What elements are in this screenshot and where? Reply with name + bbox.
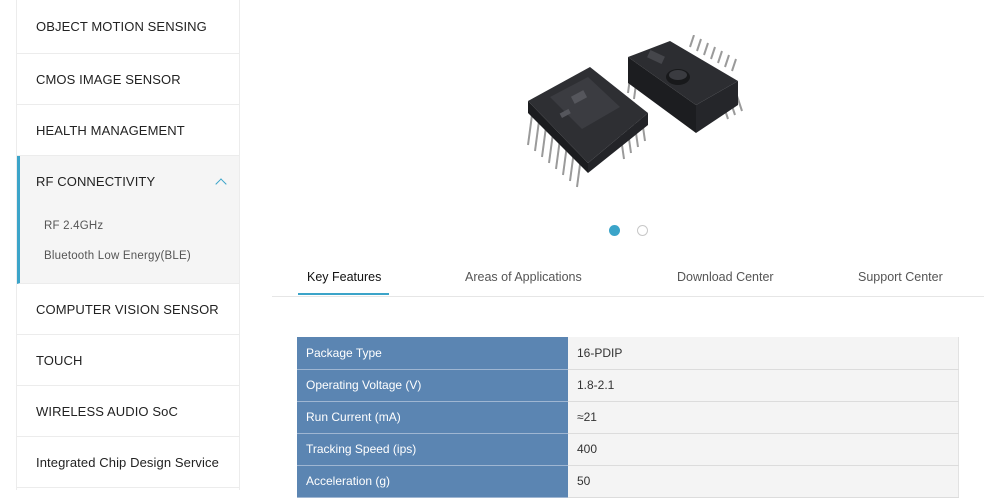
tab-areas-of-applications[interactable]: Areas of Applications (465, 270, 582, 284)
rf-connectivity-submenu: RF 2.4GHz Bluetooth Low Energy(BLE) (17, 207, 239, 284)
key-features-table: Package Type 16-PDIP Operating Voltage (… (297, 337, 959, 498)
sidebar-item-rf-connectivity[interactable]: RF CONNECTIVITY (17, 156, 239, 207)
spec-value: 50 (568, 465, 959, 498)
spec-key: Run Current (mA) (297, 401, 568, 434)
table-row: Acceleration (g) 50 (297, 465, 959, 498)
sidebar-item-health-management[interactable]: HEALTH MANAGEMENT (17, 105, 239, 156)
sidebar-item-touch[interactable]: TOUCH (17, 335, 239, 386)
spec-value: 1.8-2.1 (568, 369, 959, 402)
submenu-item-bluetooth-low-energy[interactable]: Bluetooth Low Energy(BLE) (44, 250, 191, 262)
table-row: Operating Voltage (V) 1.8-2.1 (297, 369, 959, 402)
tab-key-features[interactable]: Key Features (307, 270, 382, 284)
sidebar-item-computer-vision-sensor[interactable]: COMPUTER VISION SENSOR (17, 284, 239, 335)
carousel-dot-1[interactable] (609, 225, 620, 236)
spec-key: Tracking Speed (ips) (297, 433, 568, 466)
table-row: Tracking Speed (ips) 400 (297, 433, 959, 466)
spec-key: Operating Voltage (V) (297, 369, 568, 402)
tab-download-center[interactable]: Download Center (677, 270, 774, 284)
sidebar-item-wireless-audio-soc[interactable]: WIRELESS AUDIO SoC (17, 386, 239, 437)
chevron-up-icon[interactable] (215, 177, 227, 190)
sidebar-item-integrated-chip-design-service[interactable]: Integrated Chip Design Service (17, 437, 239, 488)
table-row: Package Type 16-PDIP (297, 337, 959, 370)
spec-value: 16-PDIP (568, 337, 959, 370)
carousel-dot-2[interactable] (637, 225, 648, 236)
product-image (527, 35, 743, 188)
spec-value: 400 (568, 433, 959, 466)
spec-key: Package Type (297, 337, 568, 370)
sidebar-item-label: RF CONNECTIVITY (36, 174, 156, 189)
tab-support-center[interactable]: Support Center (858, 270, 943, 284)
carousel-pagination (609, 225, 648, 236)
spec-key: Acceleration (g) (297, 465, 568, 498)
product-category-sidebar: OBJECT MOTION SENSING CMOS IMAGE SENSOR … (16, 0, 240, 490)
active-tab-indicator (298, 293, 389, 295)
submenu-item-rf-2-4ghz[interactable]: RF 2.4GHz (44, 220, 104, 232)
sidebar-item-cmos-image-sensor[interactable]: CMOS IMAGE SENSOR (17, 54, 239, 105)
table-row: Run Current (mA) ≈21 (297, 401, 959, 434)
product-tabs: Key Features Areas of Applications Downl… (272, 262, 984, 297)
sidebar-item-object-motion-sensing[interactable]: OBJECT MOTION SENSING (17, 0, 239, 54)
spec-value: ≈21 (568, 401, 959, 434)
